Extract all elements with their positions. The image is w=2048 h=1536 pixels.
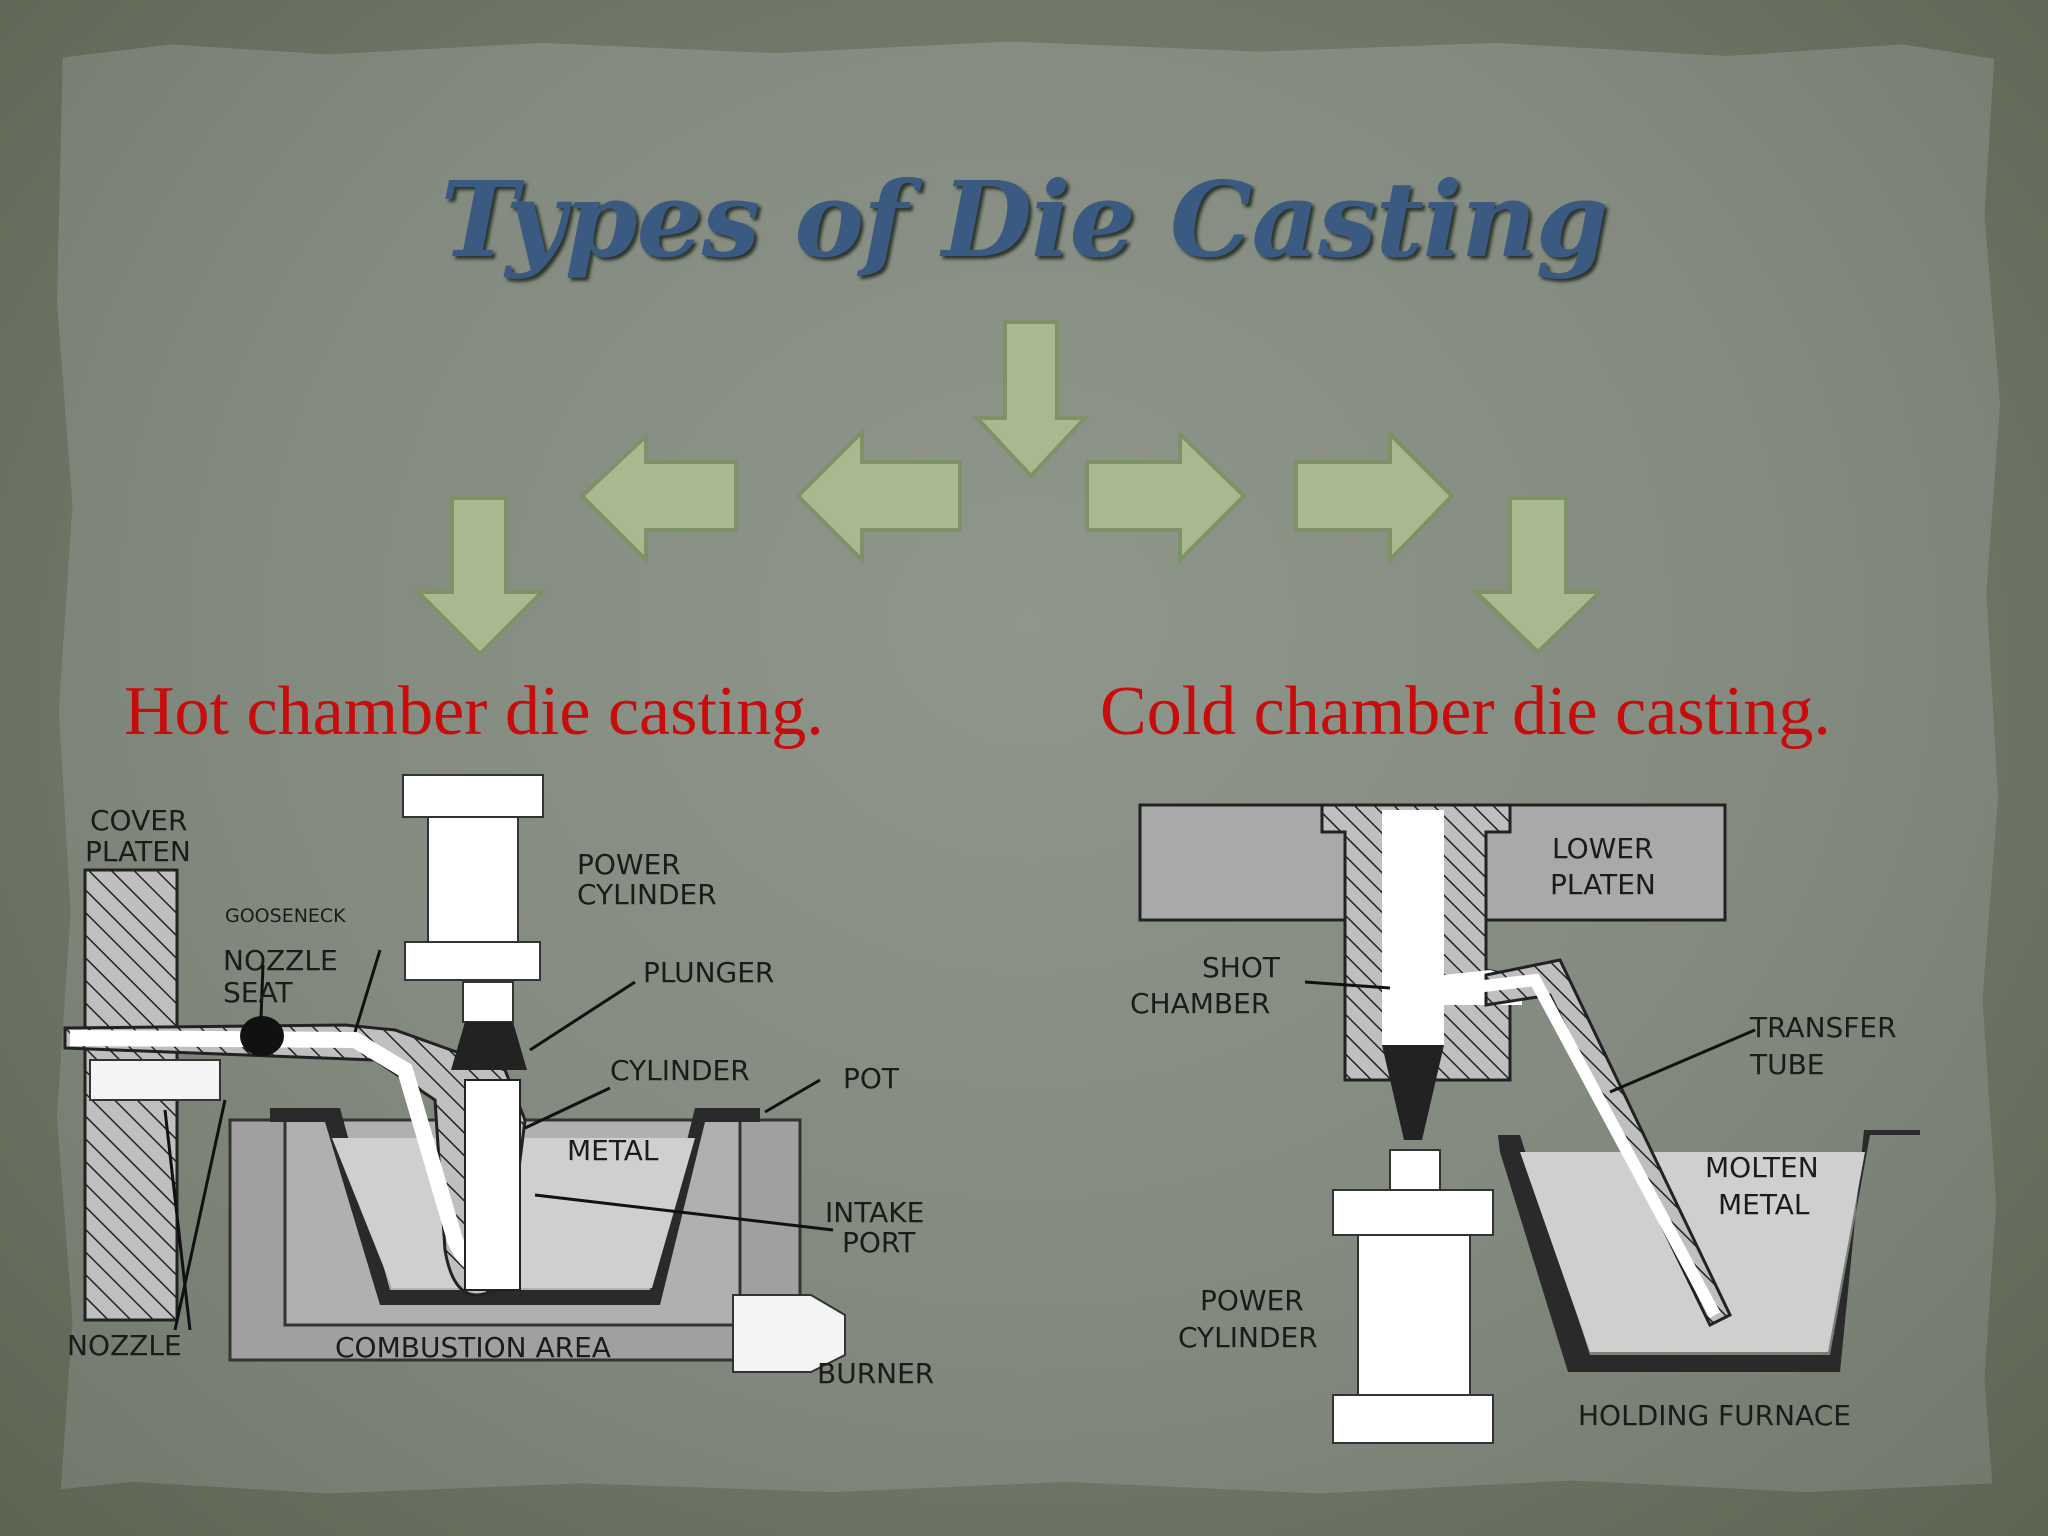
label-power-cylinder-2: CYLINDER [1178, 1321, 1318, 1354]
piston-rod [1389, 1149, 1441, 1191]
cold-chamber-diagram: LOWER PLATEN SHOT CHAMBER TRANSFER TUBE … [1130, 803, 1920, 1444]
power-cylinder-cap [402, 774, 544, 818]
label-lower-platen-2: PLATEN [1550, 868, 1656, 901]
label-plunger: PLUNGER [643, 956, 774, 989]
label-cover-platen-1: COVER [90, 804, 187, 837]
right-arrow-inner [1085, 429, 1247, 565]
down-arrow-center [972, 320, 1090, 479]
label-gooseneck: GOOSENECK [225, 905, 346, 927]
label-metal: METAL [567, 1134, 659, 1167]
slide-title: Types of Die Casting [440, 158, 1608, 281]
power-cylinder-base [1332, 1394, 1494, 1444]
power-cylinder-cap [1332, 1189, 1494, 1236]
label-molten-metal-1: MOLTEN [1705, 1151, 1819, 1184]
down-arrow-right [1471, 496, 1605, 655]
label-power-cylinder-1: POWER [1200, 1284, 1304, 1317]
right-arrow-outer [1294, 429, 1455, 565]
down-arrow-left [413, 496, 547, 657]
shot-chamber-bore [1382, 810, 1444, 1045]
hot-chamber-title: Hot chamber die casting. [124, 673, 824, 750]
label-cylinder: CYLINDER [610, 1054, 750, 1087]
nozzle-seat [240, 1016, 284, 1056]
label-combustion-area: COMBUSTION AREA [335, 1331, 611, 1364]
label-intake-port-2: PORT [842, 1226, 916, 1259]
label-nozzle-seat-2: SEAT [223, 976, 293, 1009]
label-transfer-tube-2: TUBE [1749, 1048, 1825, 1081]
label-nozzle: NOZZLE [67, 1329, 182, 1362]
nozzle-bracket [89, 1059, 221, 1101]
cylinder [464, 1079, 521, 1291]
label-cover-platen-2: PLATEN [85, 835, 191, 868]
label-pot: POT [843, 1062, 900, 1095]
label-burner: BURNER [817, 1357, 934, 1390]
label-nozzle-seat-1: NOZZLE [223, 944, 338, 977]
piston-rod [462, 981, 514, 1023]
label-power-cylinder-1: POWER [577, 848, 681, 881]
power-cylinder-body [427, 816, 519, 943]
left-arrow-inner [795, 427, 962, 565]
label-transfer-tube-1: TRANSFER [1749, 1011, 1897, 1044]
label-molten-metal-2: METAL [1718, 1188, 1810, 1221]
label-lower-platen-1: LOWER [1552, 832, 1653, 865]
label-shot-chamber-2: CHAMBER [1130, 987, 1270, 1020]
transfer-tube-bore [1449, 973, 1721, 1318]
cold-leader-lines [1304, 980, 1756, 1094]
burner [732, 1294, 846, 1373]
flow-arrows: .ar{fill:#a9b98f;stroke:#7f9166;stroke-w… [413, 320, 1605, 657]
label-power-cylinder-2: CYLINDER [577, 878, 717, 911]
cold-chamber-title: Cold chamber die casting. [1100, 673, 1831, 750]
hot-leader-lines [163, 949, 834, 1331]
plunger [1382, 1045, 1444, 1140]
power-cylinder-base [404, 941, 541, 981]
power-cylinder-body [1357, 1234, 1471, 1396]
label-holding-furnace: HOLDING FURNACE [1578, 1399, 1851, 1432]
left-arrow-outer [579, 431, 738, 565]
plunger [451, 1022, 527, 1070]
label-shot-chamber-1: SHOT [1202, 951, 1281, 984]
hot-chamber-diagram: COVER PLATEN GOOSENECK NOZZLE SEAT POWER… [63, 774, 934, 1390]
label-intake-port-1: INTAKE [825, 1196, 924, 1229]
